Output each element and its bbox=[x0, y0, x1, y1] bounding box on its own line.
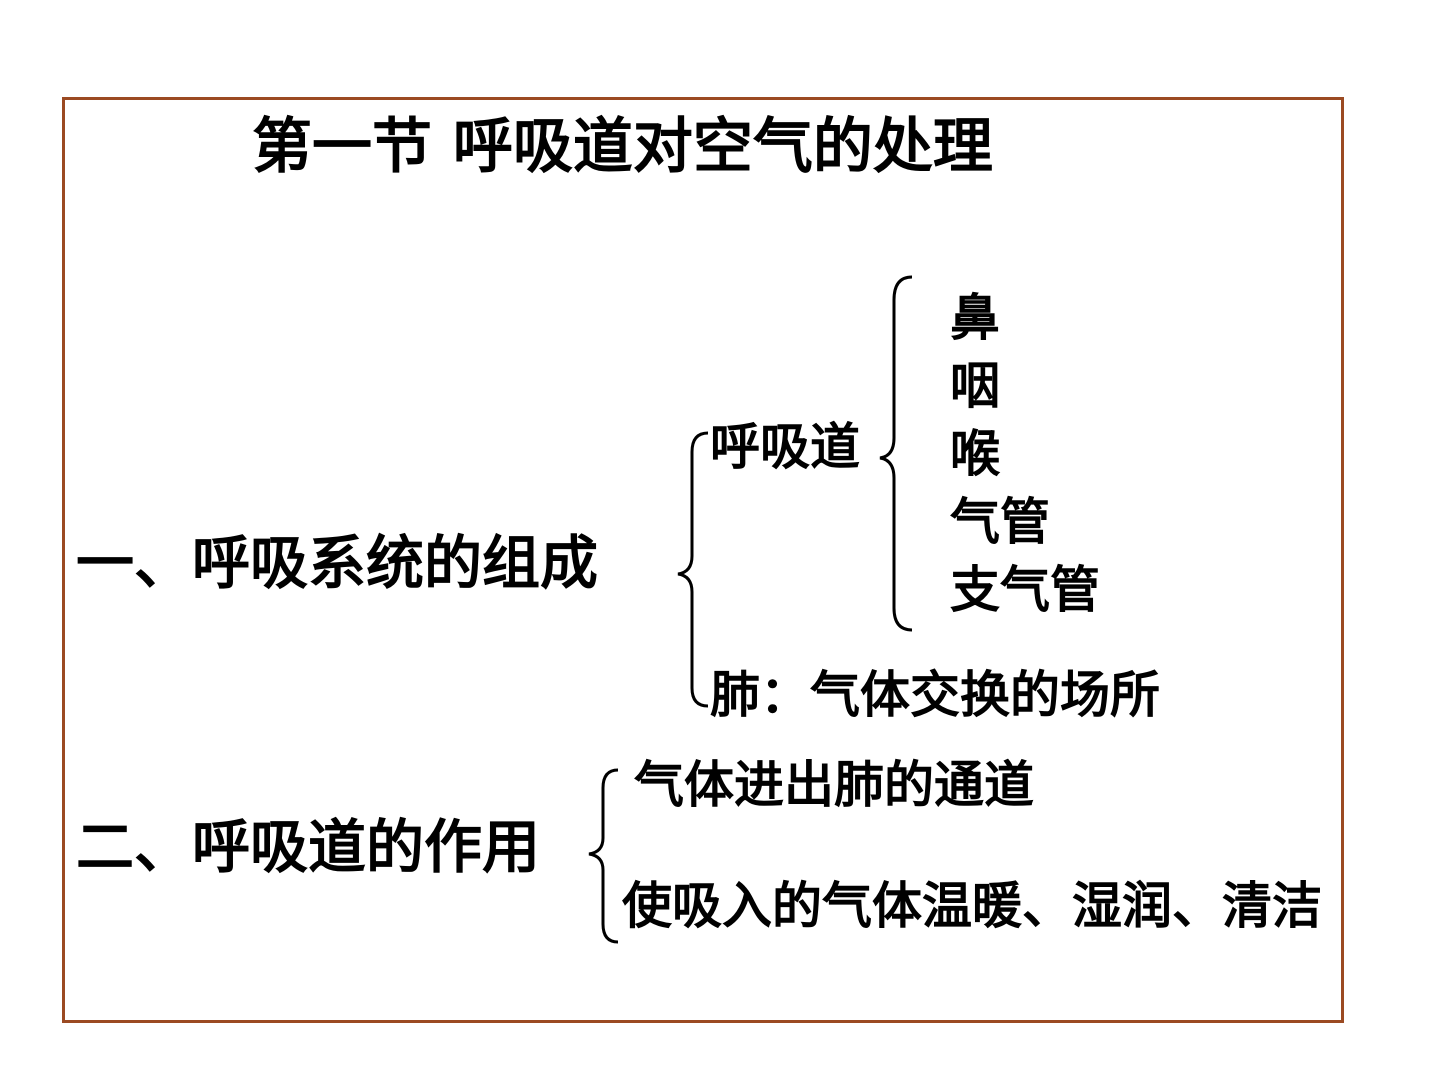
section-1-heading: 一、呼吸系统的组成 bbox=[76, 529, 599, 597]
tract-part-trachea: 气管 bbox=[950, 493, 1050, 551]
lung-description: 肺：气体交换的场所 bbox=[710, 666, 1160, 724]
role-item-passage: 气体进出肺的通道 bbox=[634, 756, 1034, 814]
tract-part-larynx: 喉 bbox=[950, 425, 1000, 483]
tract-part-pharynx: 咽 bbox=[950, 357, 1000, 415]
respiratory-tract-label: 呼吸道 bbox=[710, 418, 860, 476]
slide-title: 第一节 呼吸道对空气的处理 bbox=[252, 112, 993, 182]
tract-part-bronchi: 支气管 bbox=[950, 561, 1100, 619]
brace-system-components bbox=[677, 431, 709, 708]
brace-airway-roles bbox=[588, 768, 619, 944]
role-item-conditioning: 使吸入的气体温暖、湿润、清洁 bbox=[622, 877, 1322, 935]
section-2-heading: 二、呼吸道的作用 bbox=[76, 813, 541, 881]
brace-tract-parts bbox=[879, 275, 913, 632]
tract-part-nose: 鼻 bbox=[950, 289, 1000, 347]
slide-frame bbox=[62, 97, 1344, 1023]
